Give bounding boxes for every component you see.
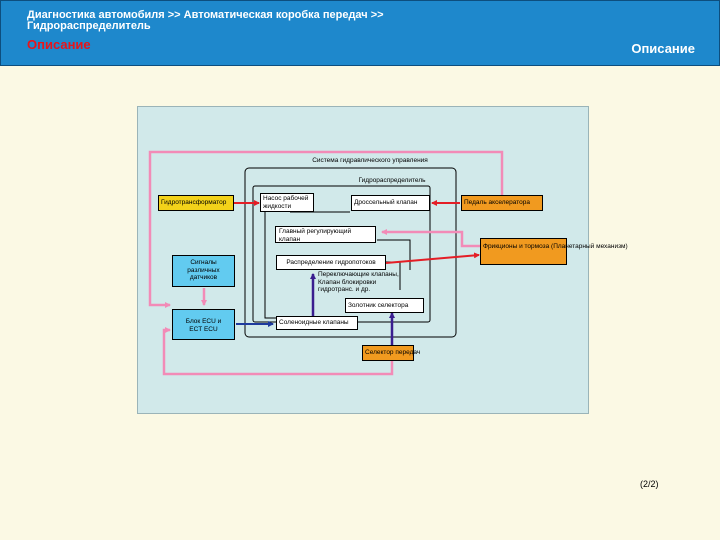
inner-label: Гидрораспределитель xyxy=(358,177,426,184)
arrow-distribution-to-clutches xyxy=(385,252,480,264)
section-title: Описание xyxy=(631,41,695,56)
pink-selector-loop xyxy=(162,327,394,376)
page-indicator: (2/2) xyxy=(640,479,659,489)
sensor-signals-box: Сигналы различных датчиков xyxy=(172,255,235,287)
hydraulic-system-frame xyxy=(244,167,457,338)
main-regulator-box: Главный регулирующий клапан xyxy=(275,226,376,243)
switching-valves-text: Переключающие клапаны, Клапан блокировки… xyxy=(318,271,399,293)
selector-spool-box: Золотник селектора xyxy=(345,298,424,313)
ecu-box: Блок ECU и ECT ECU xyxy=(172,309,235,340)
breadcrumb: Диагностика автомобиля >> Автоматическая… xyxy=(27,9,384,32)
outer-label: Система гидравлического управления xyxy=(312,157,428,164)
gear-selector-box: Селектор передач xyxy=(362,345,420,361)
throttle-valve-box: Дроссельный клапан xyxy=(351,195,430,211)
torque-converter-box: Гидротрансформатор xyxy=(158,195,234,211)
accelerator-pedal-box: Педаль акселератора xyxy=(461,195,543,211)
internal-flow-left xyxy=(264,212,276,319)
page-title: Описание xyxy=(27,37,91,52)
header-bar: Диагностика автомобиля >> Автоматическая… xyxy=(0,0,720,66)
clutches-brakes-box: Фрикционы и тормоза (Планетарный механиз… xyxy=(480,238,628,265)
fluid-pump-box: Насос рабочей жидкости xyxy=(260,193,314,212)
pink-clutches-to-regulator xyxy=(381,229,481,248)
flow-distribution-box: Распределение гидропотоков xyxy=(276,255,386,270)
pink-pedal-loop xyxy=(148,150,504,308)
solenoid-valves-box: Соленоидные клапаны xyxy=(276,316,358,330)
